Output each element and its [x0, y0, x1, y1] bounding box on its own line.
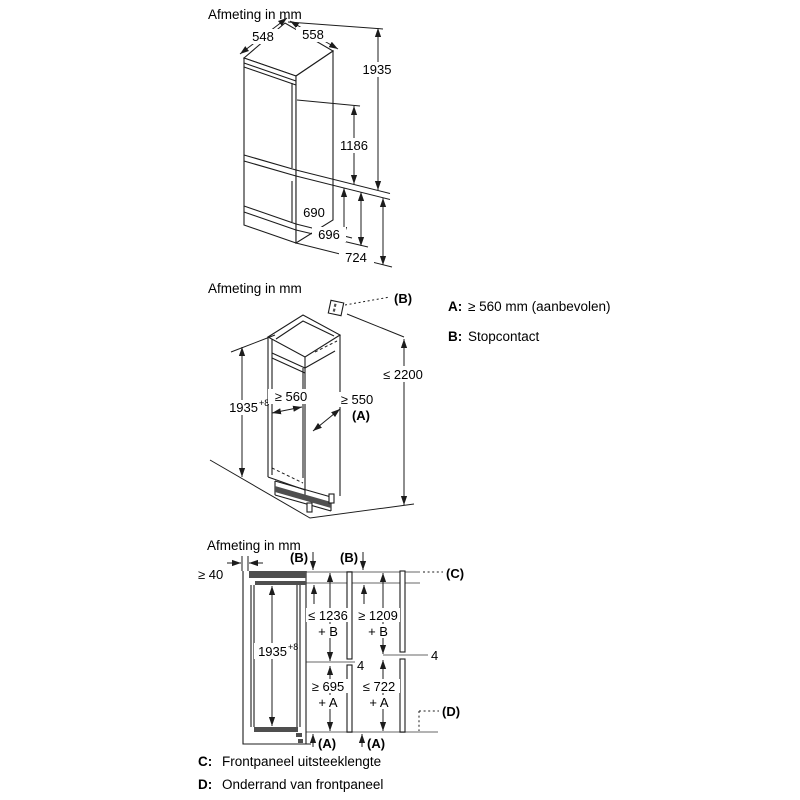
socket-icon	[327, 299, 345, 317]
front-panel-dimensions-diagram: Afmeting in mm ≥ 40	[198, 538, 464, 792]
niche-isometric-outline	[266, 314, 342, 513]
d-ref-label: (D)	[442, 704, 460, 719]
dim-gap-left: 4	[357, 658, 364, 673]
dimension-labels-middle: 1935 +8 ≥ 560 ≥ 550 (A) ≤ 2200	[222, 366, 426, 423]
dim-upper-door: ≤ 1236	[308, 608, 348, 623]
dim-depth-558: 558	[302, 27, 324, 42]
dim-freezer-690: 690	[303, 205, 325, 220]
dim-niche-height-b-tolerance: +8	[288, 642, 298, 652]
dim-upper-panel: ≥ 1209	[358, 608, 398, 623]
dimension-lines-middle	[238, 339, 408, 505]
section-title-middle: Afmeting in mm	[208, 281, 302, 296]
dim-niche-height: 1935	[229, 400, 258, 415]
ceiling-extension-line	[346, 313, 405, 338]
appliance-outer-dimensions-diagram: Afmeting in mm	[208, 7, 396, 268]
dim-upper-door-suffix: + B	[318, 624, 338, 639]
legend-c-text: Frontpaneel uitsteeklengte	[222, 754, 381, 769]
dim-lower-door-suffix: + A	[318, 695, 337, 710]
dim-niche-height-tolerance: +8	[259, 398, 269, 408]
dimension-labels-top: 548 558 1935 1186 690 696 724	[246, 27, 396, 265]
b-ref-left-label: (B)	[290, 550, 308, 565]
height-extension-line	[230, 334, 276, 353]
appliance-door-bar	[346, 571, 353, 733]
wall-gap-dimension: ≥ 40	[198, 556, 263, 582]
dim-lower-panel: ≤ 722	[363, 679, 395, 694]
dim-freezer-724: 724	[345, 250, 367, 265]
legend-bottom: C: Frontpaneel uitsteeklengte D: Onderra…	[198, 754, 383, 792]
c-ref-label: (C)	[446, 566, 464, 581]
socket-leader-dotted	[344, 296, 391, 306]
b-reference-left: (B)	[290, 550, 318, 604]
dim-niche-depth: ≥ 550	[341, 392, 373, 407]
legend-b-key: B:	[448, 329, 462, 344]
dim-lower-panel-suffix: + A	[369, 695, 388, 710]
legend-d-text: Onderrand van frontpaneel	[222, 777, 383, 792]
legend-a-key: A:	[448, 299, 462, 314]
floor-lines-middle	[209, 459, 415, 519]
dim-max-ceiling: ≤ 2200	[383, 367, 423, 382]
c-reference: (C)	[423, 566, 464, 581]
dim-upper-panel-suffix: + B	[368, 624, 388, 639]
dim-gap-right: 4	[431, 648, 438, 663]
a-reference-left: (A)	[309, 734, 336, 751]
fridge-isometric-outline	[242, 22, 335, 244]
b-ref-right-label: (B)	[340, 550, 358, 565]
legend-b-text: Stopcontact	[468, 329, 540, 344]
dim-lower-door: ≥ 695	[312, 679, 344, 694]
dimension-labels-bottom: 1935 +8 ≤ 1236 + B ≥ 1209 + B 4 4 ≥ 695 …	[254, 608, 438, 710]
furniture-panel-bar	[399, 570, 406, 733]
socket-ref-label: (B)	[394, 291, 412, 306]
dim-width-548: 548	[252, 29, 274, 44]
dim-niche-width: ≥ 560	[275, 389, 307, 404]
a-reference-right: (A)	[358, 734, 385, 751]
legend-d-key: D:	[198, 777, 212, 792]
section-title-top: Afmeting in mm	[208, 7, 302, 22]
dim-niche-depth-ref: (A)	[352, 408, 370, 423]
dim-door-1186: 1186	[340, 138, 368, 153]
dim-wall-gap: ≥ 40	[198, 567, 223, 582]
section-title-bottom: Afmeting in mm	[207, 538, 301, 553]
legend-c-key: C:	[198, 754, 212, 769]
b-reference-right: (B)	[340, 550, 368, 604]
a-ref-left-label: (A)	[318, 736, 336, 751]
niche-dimensions-diagram: Afmeting in mm (B)	[208, 281, 610, 519]
dim-niche-height-b: 1935	[258, 644, 287, 659]
legend-middle: A: ≥ 560 mm (aanbevolen) B: Stopcontact	[448, 299, 610, 344]
a-ref-right-label: (A)	[367, 736, 385, 751]
legend-a-text: ≥ 560 mm (aanbevolen)	[468, 299, 610, 314]
dim-freezer-696: 696	[318, 227, 340, 242]
d-reference: (D)	[418, 704, 460, 731]
dim-height-1935: 1935	[363, 62, 392, 77]
